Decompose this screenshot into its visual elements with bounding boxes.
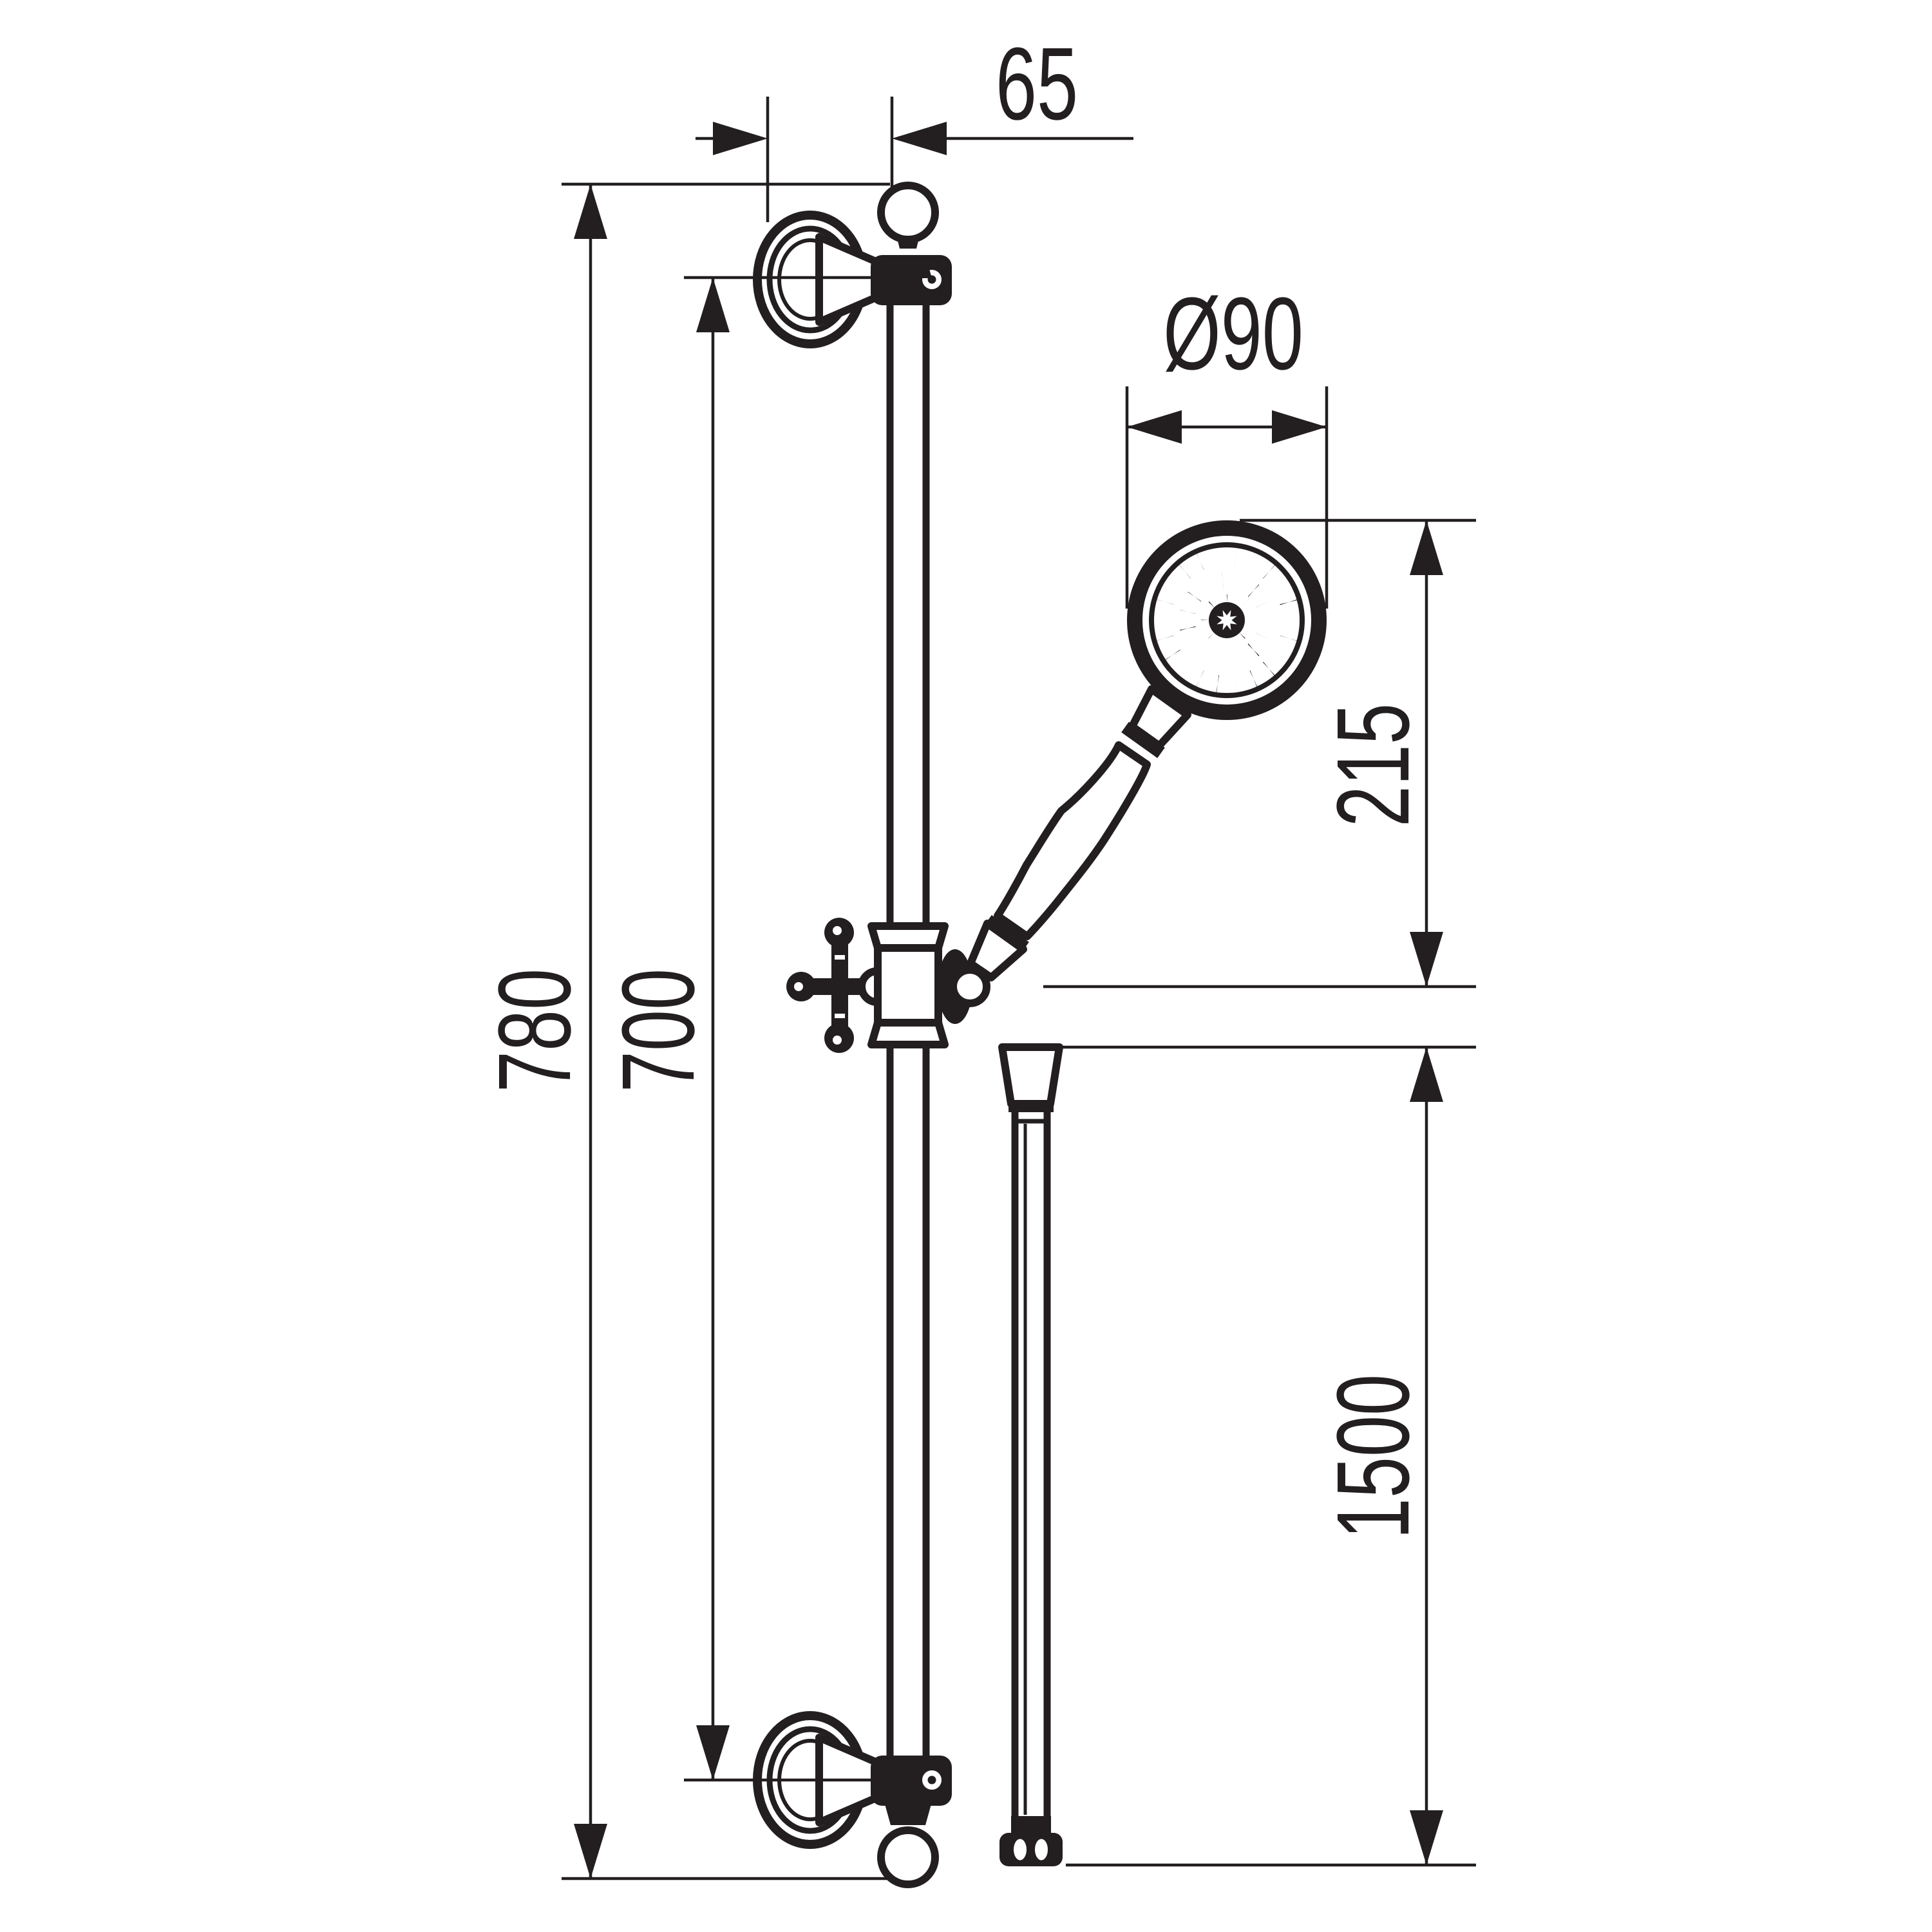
arrowhead-up-icon [1410, 520, 1443, 575]
finial-base-flare [884, 1802, 932, 1825]
nozzle-ring-inner [1179, 572, 1275, 668]
nozzle-ring-outer [1153, 547, 1300, 694]
arrowhead-down-icon [1410, 932, 1443, 987]
dim-label-rail-offset: 65 [996, 26, 1078, 141]
handshower-head [1127, 520, 1327, 720]
arrowhead-up-icon [1410, 1047, 1443, 1102]
rosette-star-hole [1217, 610, 1237, 630]
dim-label-handshower-length: 215 [1315, 703, 1430, 827]
head-inner-ring [1149, 542, 1305, 698]
slider-sleeve [867, 922, 949, 1048]
handle-collar-band [984, 914, 1029, 953]
finial-base-flare [884, 255, 932, 278]
top-finial [877, 182, 939, 278]
hose-top-nut [998, 1043, 1063, 1108]
dimension-d90-head-diameter: Ø90 [1125, 276, 1329, 609]
fitting-highlight [1035, 1839, 1048, 1861]
hose-top-collar [1009, 1104, 1054, 1112]
bottom-finial [877, 1802, 939, 1888]
dim-label-head-diameter: Ø90 [1163, 276, 1303, 391]
slider-assembly [786, 918, 990, 1053]
knob-horizontal-bar [804, 978, 876, 995]
head-outer-rim [1127, 520, 1327, 720]
highlight [794, 982, 803, 991]
centre-rosette [1201, 594, 1253, 646]
arrowhead-down-icon [1410, 1810, 1443, 1865]
handle-grip [994, 741, 1151, 940]
arrowhead-down-icon [696, 1725, 730, 1780]
dimension-215-handshower-length: 215 [1043, 518, 1476, 989]
hose-bottom-fitting [999, 1833, 1063, 1866]
hose-bottom-collar [1011, 1816, 1051, 1833]
dim-label-total-height: 780 [477, 969, 592, 1092]
dimension-700-mount-centres: 700 [600, 278, 730, 1780]
bar-slit [835, 1014, 845, 1018]
arrowhead-left-icon [892, 122, 947, 155]
rail-clamp [871, 1756, 952, 1806]
rosette-petals [1201, 594, 1253, 646]
dim-label-hose-length: 1500 [1315, 1374, 1430, 1539]
arrowhead-up-icon [696, 278, 730, 332]
dimension-65-rail-offset: 65 [696, 26, 1133, 222]
finial-ball [877, 1826, 939, 1888]
arrowhead-down-icon [574, 1824, 607, 1879]
handle-neck-ring [1121, 721, 1165, 759]
dimension-1500-hose-length: 1500 [1063, 1045, 1476, 1867]
arrowhead-up-icon [574, 184, 607, 239]
dim-label-mount-centres: 700 [600, 969, 715, 1092]
mount-cone [815, 233, 880, 326]
fitting-highlight [1014, 1839, 1027, 1861]
shower-hose [998, 1043, 1063, 1866]
handshower-handle [967, 685, 1191, 981]
finial-ball [877, 182, 939, 243]
sleeve-bottom-collar [867, 1019, 949, 1048]
highlight [833, 1036, 842, 1045]
dimension-780-total-height: 780 [477, 182, 891, 1880]
highlight [833, 926, 842, 935]
clamp-hook-dot [927, 1776, 936, 1785]
sleeve-body [874, 944, 942, 1027]
arrowhead-right-icon [1272, 410, 1327, 444]
arrowhead-left-icon [1127, 410, 1182, 444]
finial-neck-band [896, 236, 920, 249]
bar-slit [835, 955, 845, 960]
swivel-ball [949, 966, 990, 1007]
top-wall-mount [753, 182, 952, 348]
arrowhead-right-icon [713, 122, 768, 155]
